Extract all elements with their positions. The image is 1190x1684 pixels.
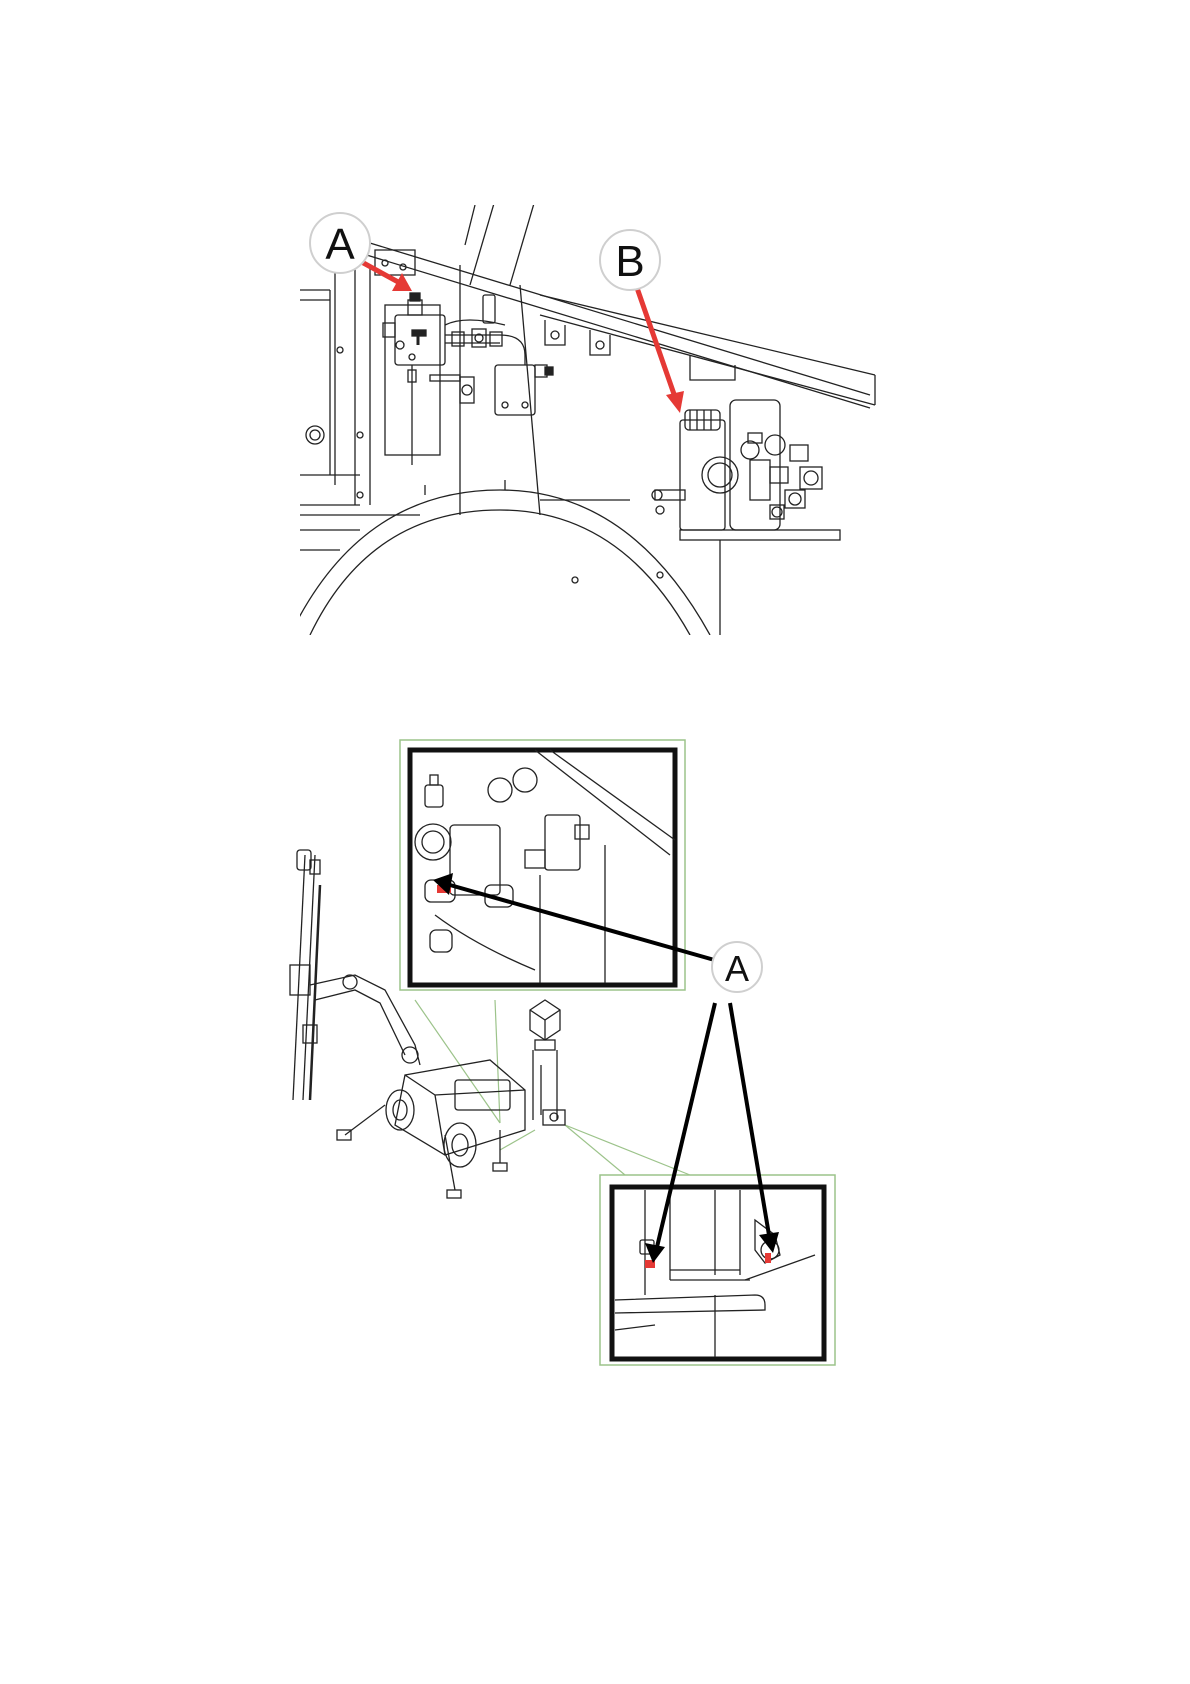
figure-bottom-drawing: A [285, 735, 920, 1395]
valve-block-secondary [430, 365, 553, 415]
figure-top-hydraulic-valves: A B [300, 205, 890, 635]
callout-b-top-label: B [615, 237, 644, 286]
inset-bottom [600, 1175, 835, 1365]
callout-b-top: B [600, 230, 660, 290]
pump-cluster-b [652, 400, 840, 635]
callout-a-top: A [310, 213, 370, 273]
left-cabinet [300, 265, 440, 550]
callout-a-top-label: A [325, 220, 355, 269]
inset-bottom-drawing [615, 1190, 815, 1357]
figure-top-drawing: A B [300, 205, 890, 635]
arrows-a-bottom [433, 873, 779, 1263]
figure-bottom-drilling-rig: A [285, 735, 920, 1395]
inset-top-drawing [415, 750, 675, 983]
marked-bolt-right [765, 1253, 771, 1263]
valve-block-a [383, 293, 525, 465]
inset-leader-lines [415, 1000, 690, 1175]
callout-a-bottom: A [712, 942, 762, 992]
callout-a-bottom-label: A [725, 948, 749, 989]
pump-unit [530, 1000, 565, 1125]
vertical-post [460, 205, 540, 515]
inset-top [400, 740, 685, 990]
drum [300, 480, 710, 635]
